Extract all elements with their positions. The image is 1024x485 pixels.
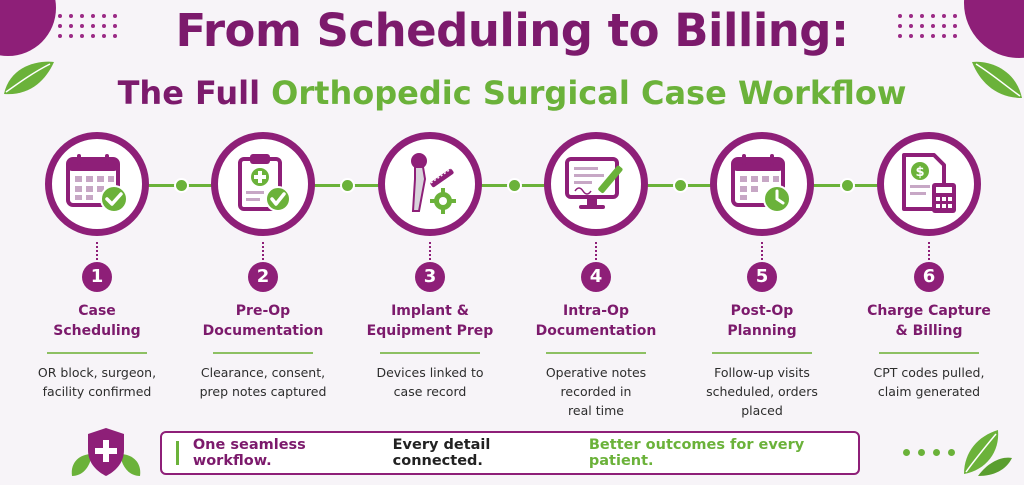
step-number-badge: 2 — [248, 262, 278, 292]
step-name: Case Scheduling — [10, 301, 184, 341]
step-desc-line: recorded in — [560, 384, 632, 399]
step-desc-line: CPT codes pulled, — [873, 365, 985, 380]
step-desc-line: placed — [741, 403, 783, 418]
step-desc-line: prep notes captured — [199, 384, 327, 399]
step-desc-line: Devices linked to — [376, 365, 484, 380]
step-number-badge: 4 — [581, 262, 611, 292]
monitor-pen-icon — [565, 157, 623, 209]
subtitle-highlight: Orthopedic Surgical Case Workflow — [271, 74, 907, 112]
step-name: Post-Op Planning — [675, 301, 849, 341]
step-divider — [546, 352, 646, 354]
step-number-badge: 1 — [82, 262, 112, 292]
step-desc-line: OR block, surgeon, — [37, 365, 157, 380]
tagline-banner: One seamless workflow. Every detail conn… — [160, 431, 860, 475]
step-desc-line: Clearance, consent, — [200, 365, 326, 380]
step-divider — [712, 352, 812, 354]
calendar-check-icon — [66, 154, 128, 213]
step-desc-line: Follow-up visits — [714, 365, 810, 380]
step-desc-line: Operative notes — [545, 365, 647, 380]
step-icon-circle: $ — [877, 132, 981, 236]
dot-grid-decoration-left — [58, 14, 118, 38]
connector-node — [507, 178, 522, 193]
step-dotted-link — [429, 242, 431, 260]
step-name-line: Scheduling — [53, 323, 141, 339]
step-name-line: Documentation — [535, 323, 657, 339]
step-desc-line: claim generated — [877, 384, 981, 399]
invoice-calculator-icon: $ — [902, 153, 956, 213]
dot-grid-decoration-right — [898, 14, 958, 38]
step-icon-circle — [378, 132, 482, 236]
svg-text:$: $ — [915, 165, 924, 180]
connector-node — [174, 178, 189, 193]
subtitle-prefix: The Full — [117, 74, 272, 112]
step-icon-circle — [710, 132, 814, 236]
step-divider — [213, 352, 313, 354]
hip-implant-gear-icon — [411, 153, 456, 214]
shield-cross-icon — [71, 428, 141, 476]
step-name-line: Documentation — [202, 323, 324, 339]
step-description: CPT codes pulled, claim generated — [842, 363, 1016, 401]
step-number-badge: 6 — [914, 262, 944, 292]
leaf-icon — [4, 61, 54, 95]
step-divider — [879, 352, 979, 354]
step-description: Operative notes recorded in real time — [509, 363, 683, 420]
banner-accent-bar — [176, 441, 179, 465]
page-title: From Scheduling to Billing: — [175, 4, 849, 57]
connector-node — [340, 178, 355, 193]
step-name-line: Planning — [727, 323, 797, 339]
step-dotted-link — [262, 242, 264, 260]
step-dotted-link — [761, 242, 763, 260]
step-name-line: Equipment Prep — [366, 323, 494, 339]
step-dotted-link — [595, 242, 597, 260]
step-name: Pre-Op Documentation — [176, 301, 350, 341]
connector-node — [840, 178, 855, 193]
dot-row-decoration — [903, 449, 955, 456]
calendar-clock-icon — [731, 154, 791, 213]
leaf-icon — [972, 61, 1022, 98]
tagline-part-2: Every detail connected. — [392, 437, 491, 469]
step-description: OR block, surgeon, facility confirmed — [10, 363, 184, 401]
step-name-line: Charge Capture — [867, 303, 991, 319]
step-description: Devices linked to case record — [343, 363, 517, 401]
tagline-part-1: One seamless workflow. — [192, 437, 306, 469]
step-divider — [47, 352, 147, 354]
step-dotted-link — [928, 242, 930, 260]
step-dotted-link — [96, 242, 98, 260]
step-description: Clearance, consent, prep notes captured — [176, 363, 350, 401]
step-desc-line: real time — [568, 403, 624, 418]
step-divider — [380, 352, 480, 354]
step-name-line: Case — [78, 303, 116, 319]
leaf-icon — [964, 430, 1012, 476]
step-desc-line: scheduled, orders — [706, 384, 818, 399]
step-name-line: Intra-Op — [563, 303, 629, 319]
step-desc-line: facility confirmed — [42, 384, 152, 399]
step-name: Charge Capture & Billing — [842, 301, 1016, 341]
step-icon-circle — [544, 132, 648, 236]
connector-node — [673, 178, 688, 193]
page-subtitle: The Full Orthopedic Surgical Case Workfl… — [0, 74, 1024, 112]
step-icon-circle — [45, 132, 149, 236]
step-name-line: & Billing — [895, 323, 963, 339]
step-name: Implant & Equipment Prep — [343, 301, 517, 341]
step-name-line: Implant & — [391, 303, 469, 319]
tagline-part-3: Better outcomes for every patient. — [588, 437, 805, 469]
clipboard-check-icon — [238, 154, 291, 212]
step-icon-circle — [211, 132, 315, 236]
step-name: Intra-Op Documentation — [509, 301, 683, 341]
step-name-line: Pre-Op — [235, 303, 291, 319]
step-desc-line: case record — [393, 384, 467, 399]
step-number-badge: 3 — [415, 262, 445, 292]
step-number-badge: 5 — [747, 262, 777, 292]
step-name-line: Post-Op — [730, 303, 794, 319]
step-description: Follow-up visits scheduled, orders place… — [675, 363, 849, 420]
